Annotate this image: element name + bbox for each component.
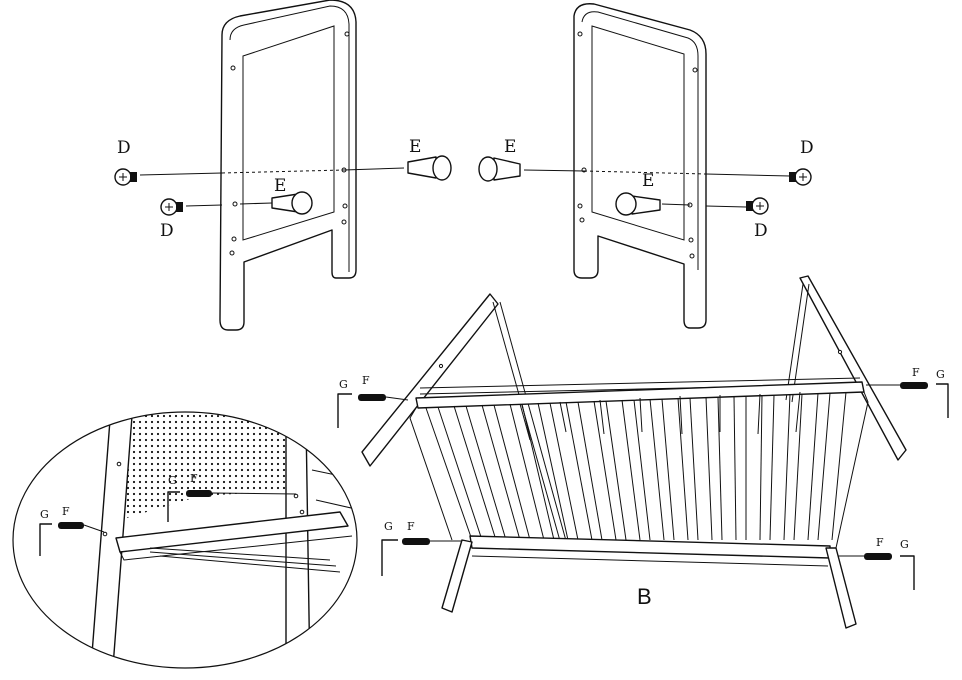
allen-wrench-g-icon [39, 523, 52, 556]
label-wrench-g: G [40, 508, 49, 521]
screw-f-icon [866, 382, 928, 389]
label-wrench-g: G [339, 378, 348, 391]
label-screw-f: F [912, 366, 920, 379]
label-screw-f: F [62, 505, 70, 518]
label-bolt-d: D [160, 221, 174, 241]
label-dowel-e: E [274, 176, 286, 196]
label-wrench-g: G [384, 520, 393, 533]
allen-wrench-g-icon [167, 491, 180, 522]
allen-wrench-g-icon [936, 383, 949, 418]
step-label: B [637, 584, 652, 609]
screw-f-icon [358, 394, 409, 401]
allen-wrench-g-icon [900, 555, 915, 590]
allen-wrench-g-icon [337, 393, 352, 428]
label-dowel-e: E [504, 137, 516, 157]
allen-wrench-g-icon [381, 539, 398, 576]
top-leader-lines [139, 167, 791, 208]
label-screw-f: F [362, 374, 370, 387]
screw-f-icon [58, 522, 105, 533]
label-screw-f: F [876, 536, 884, 549]
screw-f-icon [186, 490, 297, 497]
label-dowel-e: E [409, 137, 421, 157]
dowel-e-icon [271, 191, 313, 215]
dowel-e-icon [407, 155, 452, 181]
screw-f-icon [402, 538, 462, 545]
label-screw-f: F [407, 520, 415, 533]
screw-f-icon [838, 553, 892, 560]
label-bolt-d: D [800, 138, 814, 158]
bolt-d-icon [789, 168, 812, 186]
bolt-d-icon [114, 168, 137, 186]
bolt-d-icon [746, 197, 769, 215]
detail-zoom-oval: G F G F [12, 411, 358, 669]
crib-frame [361, 275, 907, 629]
label-dowel-e: E [642, 171, 654, 191]
label-bolt-d: D [117, 138, 131, 158]
label-wrench-g: G [936, 368, 945, 381]
label-wrench-g: G [900, 538, 909, 551]
label-screw-f: F [190, 472, 198, 485]
left-side-panel [219, 0, 357, 331]
dowel-e-icon [478, 156, 521, 182]
crib-slats [425, 391, 847, 541]
right-side-panel [573, 3, 707, 329]
label-wrench-g: G [168, 474, 177, 487]
bolt-d-icon [160, 198, 183, 216]
label-bolt-d: D [754, 221, 768, 241]
dowel-e-icon [615, 192, 661, 216]
